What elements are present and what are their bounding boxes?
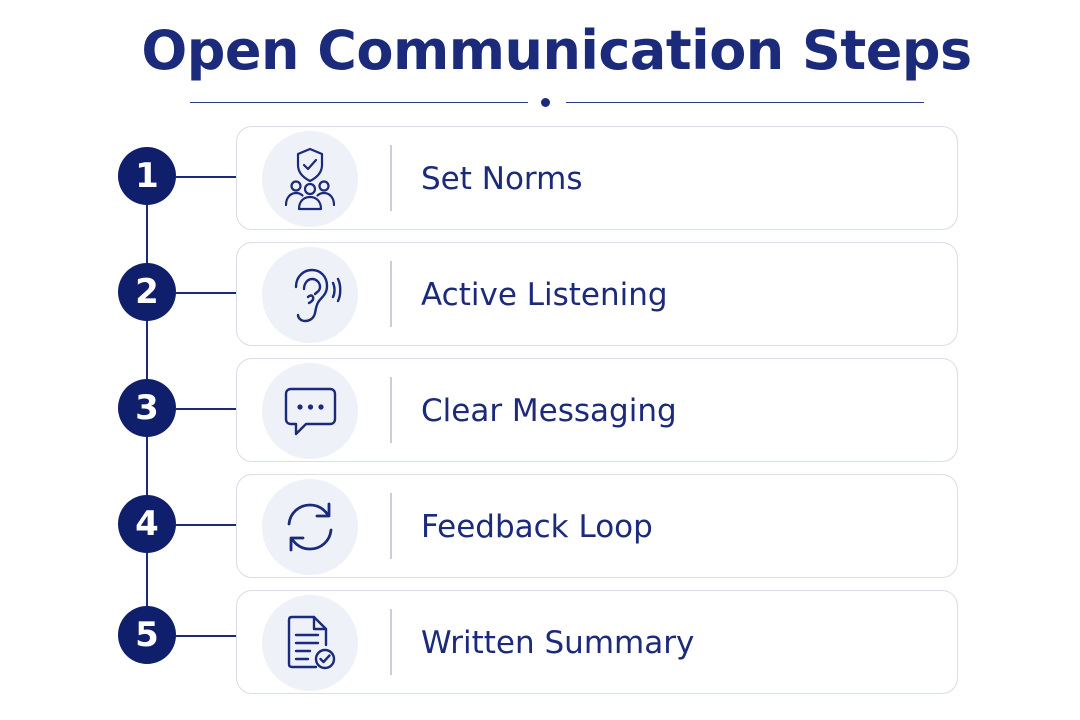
step-connector xyxy=(176,524,236,526)
page-title: Open Communication Steps xyxy=(141,19,972,82)
document-check-icon xyxy=(262,595,358,691)
step-label: Active Listening xyxy=(421,277,668,313)
step-label: Clear Messaging xyxy=(421,393,677,429)
step-connector xyxy=(176,635,236,637)
step-label: Set Norms xyxy=(421,161,583,197)
card-separator xyxy=(390,609,392,675)
step-card-set-norms: Set Norms xyxy=(236,126,958,230)
step-connector xyxy=(176,292,236,294)
card-separator xyxy=(390,377,392,443)
step-label: Written Summary xyxy=(421,625,695,661)
step-number-circle: 1 xyxy=(118,147,176,205)
team-shield-icon xyxy=(262,131,358,227)
chat-bubble-icon xyxy=(262,363,358,459)
step-card-feedback-loop: Feedback Loop xyxy=(236,474,958,578)
step-card-active-listening: Active Listening xyxy=(236,242,958,346)
step-connector xyxy=(176,408,236,410)
step-connector xyxy=(176,176,236,178)
step-number-circle: 4 xyxy=(118,495,176,553)
step-card-clear-messaging: Clear Messaging xyxy=(236,358,958,462)
step-number-circle: 2 xyxy=(118,263,176,321)
step-card-written-summary: Written Summary xyxy=(236,590,958,694)
refresh-cycle-icon xyxy=(262,479,358,575)
title-divider-left xyxy=(190,102,528,103)
step-number-circle: 3 xyxy=(118,379,176,437)
card-separator xyxy=(390,145,392,211)
title-divider-right xyxy=(566,102,924,103)
card-separator xyxy=(390,493,392,559)
step-number-circle: 5 xyxy=(118,606,176,664)
step-label: Feedback Loop xyxy=(421,509,653,545)
card-separator xyxy=(390,261,392,327)
title-divider-dot xyxy=(541,98,550,107)
ear-icon xyxy=(262,247,358,343)
